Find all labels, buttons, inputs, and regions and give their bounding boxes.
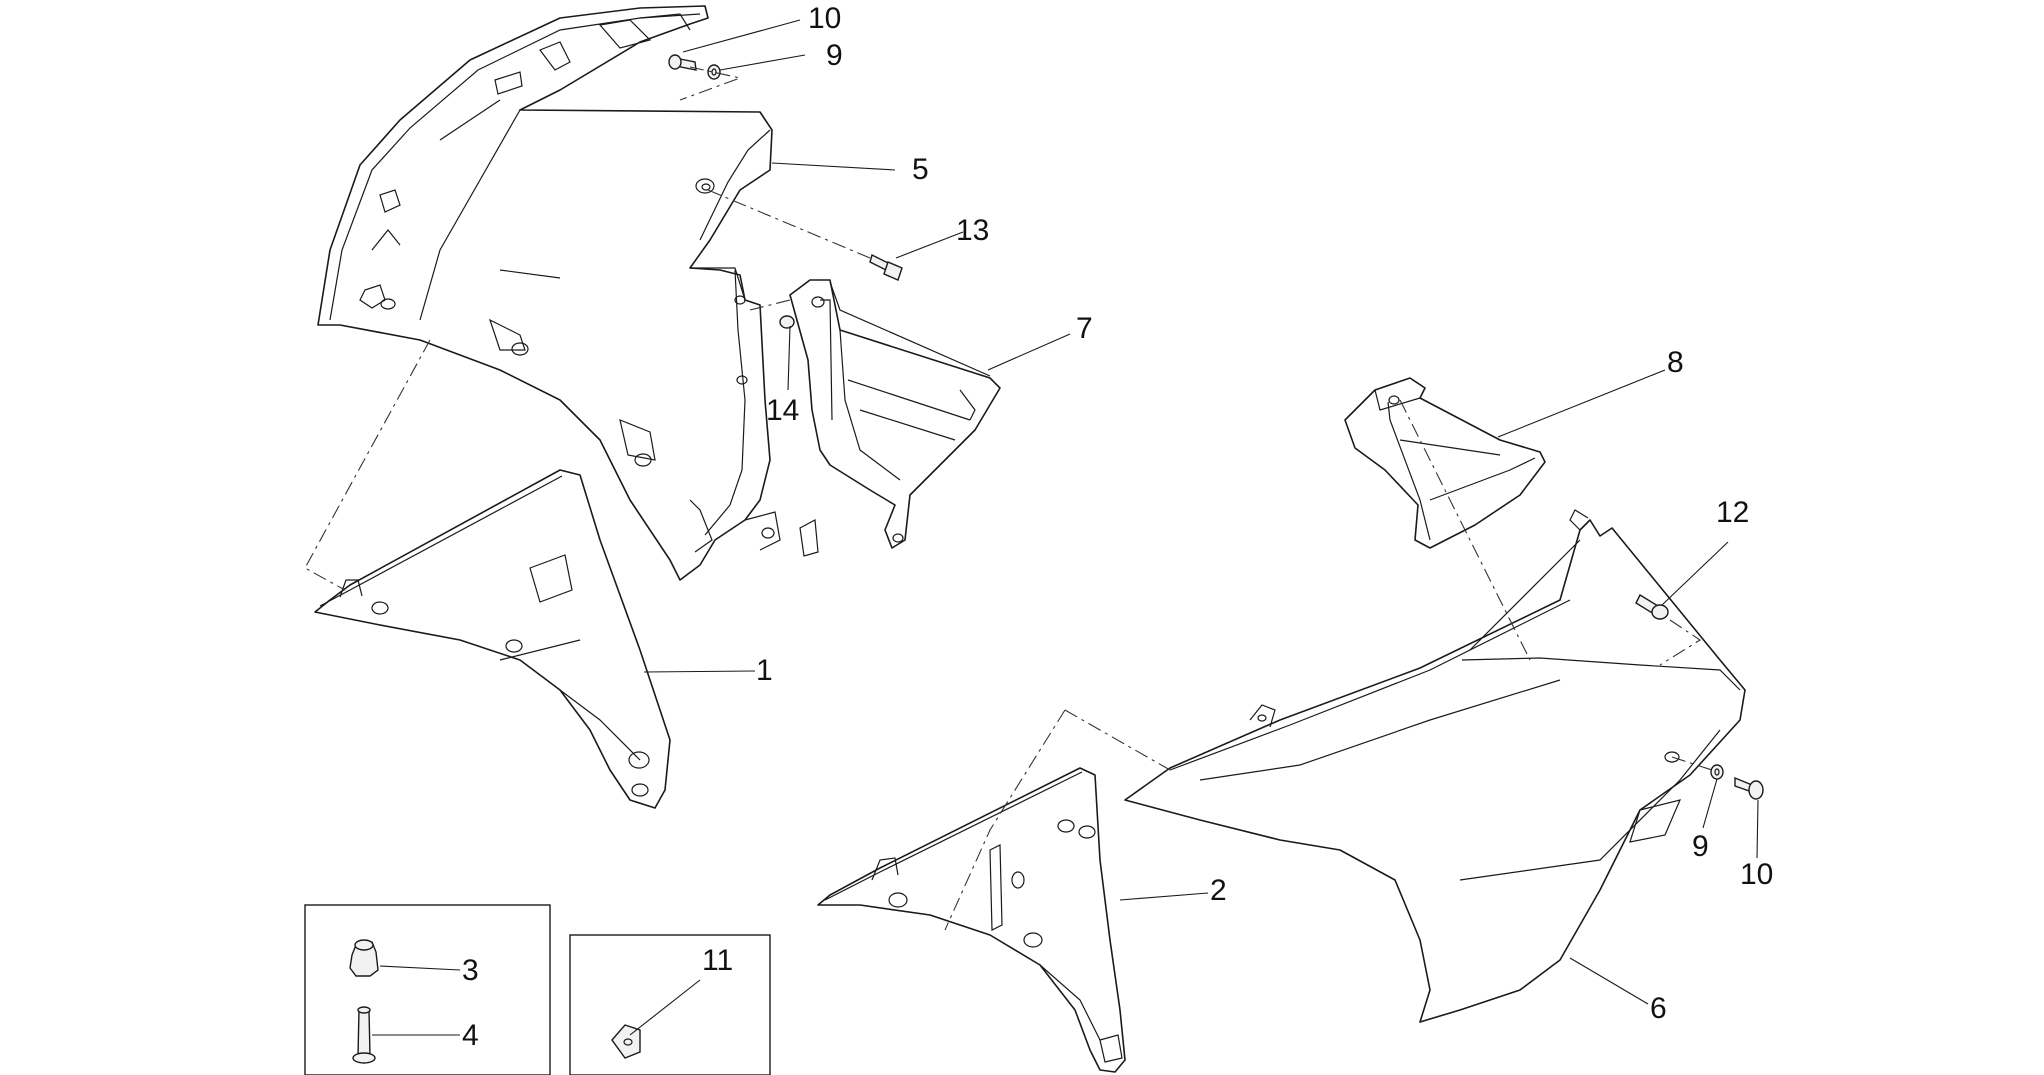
bracket-part-8 [1344,377,1546,549]
callout-7: 7 [1076,312,1093,345]
callout-10-top: 10 [808,2,841,35]
screw-part-10-right [1734,776,1764,800]
callout-1: 1 [756,654,773,687]
callout-labels: 10 9 5 13 7 14 8 12 1 2 9 10 6 3 4 11 [462,2,1773,1052]
callout-8: 8 [1667,346,1684,379]
screw-part-12 [1635,594,1669,620]
callout-14: 14 [766,394,799,427]
hardware-box-11 [569,934,771,1075]
upper-fairing-panel-part-5 [317,5,781,581]
callout-12: 12 [1716,496,1749,529]
callout-3: 3 [462,954,479,987]
callout-13: 13 [956,214,989,247]
callout-6: 6 [1650,992,1667,1025]
bolt-part-4 [352,1006,376,1064]
callout-9-top: 9 [826,39,843,72]
inner-bracket-part-7 [789,279,1001,557]
assembly-lines [304,66,1713,931]
side-fairing-part-6 [1124,509,1746,1023]
leader-lines [372,19,1759,1036]
side-panel-part-2 [817,767,1126,1073]
side-panel-part-1 [314,469,671,809]
callout-2: 2 [1210,874,1227,907]
hardware-box-3-4 [304,904,551,1075]
callout-9-right: 9 [1692,830,1709,863]
washer-part-9-right [1710,764,1724,780]
callout-4: 4 [462,1019,479,1052]
washer-part-9-top [707,64,721,80]
rubber-grommet-part-3 [349,939,379,977]
screw-part-13 [869,253,903,281]
callout-11: 11 [702,944,733,977]
callout-5: 5 [912,153,929,186]
nut-part-14 [779,315,795,329]
callout-10-right: 10 [1740,858,1773,891]
